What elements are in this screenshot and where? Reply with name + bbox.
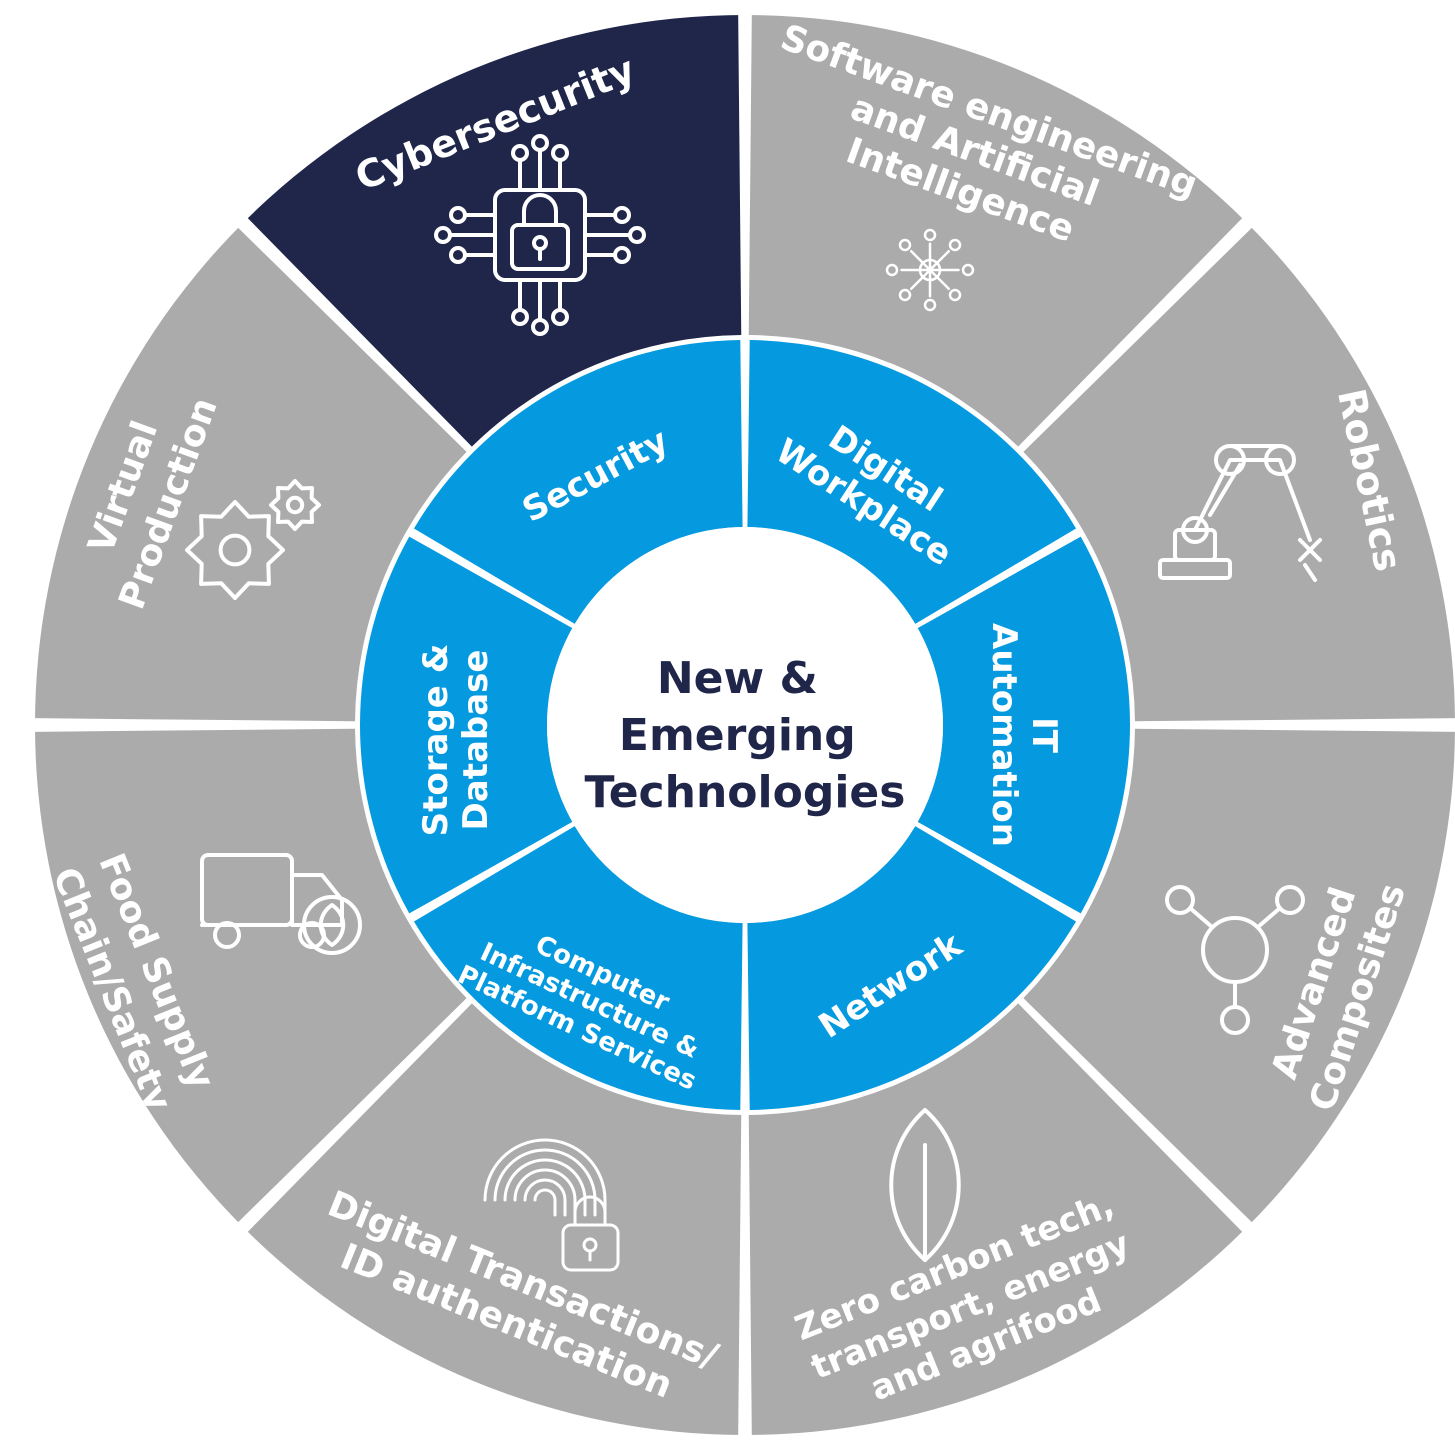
label-storage-database-line-2: Database <box>456 650 496 831</box>
center-hub: New & Emerging Technologies <box>547 527 943 923</box>
robot-arm-icon <box>1158 444 1322 582</box>
leaf-icon <box>889 1108 961 1262</box>
inner-segment-it-automation: ITAutomation <box>917 536 1130 914</box>
circuit-lock-icon <box>434 134 646 336</box>
label-storage-database-line-1: Storage & <box>416 644 456 837</box>
inner-segment-shape <box>360 536 573 914</box>
inner-segment-digital-workplace: DigitalWorkplace <box>747 340 1077 624</box>
gears-icon <box>185 479 321 600</box>
inner-segment-shape <box>747 826 1077 1110</box>
center-title-line-3: Technologies <box>585 767 906 818</box>
inner-segment-network: Network <box>747 826 1077 1110</box>
inner-ring: DigitalWorkplaceITAutomationNetworkCompu… <box>360 340 1130 1110</box>
svg-text:New & Emerging Tec: New & Emerging Technologies <box>585 653 906 818</box>
molecule-icon <box>1165 885 1305 1035</box>
fingerprint-lock-icon <box>483 1138 620 1272</box>
center-title-line-1: New & <box>657 653 818 704</box>
center-title-line-2: Emerging <box>619 710 856 761</box>
inner-segment-shape <box>413 340 743 624</box>
label-it-automation: ITAutomation <box>984 623 1064 847</box>
inner-segment-security: Security <box>413 340 743 624</box>
truck-leaf-icon <box>200 853 362 955</box>
label-storage-database: Storage &Database <box>416 644 496 837</box>
inner-segment-shape <box>413 826 743 1110</box>
center-circle <box>547 527 943 923</box>
inner-segment-shape <box>747 340 1077 624</box>
label-it-automation-line-1: IT <box>1024 717 1064 754</box>
inner-segment-storage-database: Storage &Database <box>360 536 573 914</box>
label-it-automation-line-2: Automation <box>984 623 1024 847</box>
inner-segment-shape <box>917 536 1130 914</box>
neural-network-icon <box>885 228 975 312</box>
